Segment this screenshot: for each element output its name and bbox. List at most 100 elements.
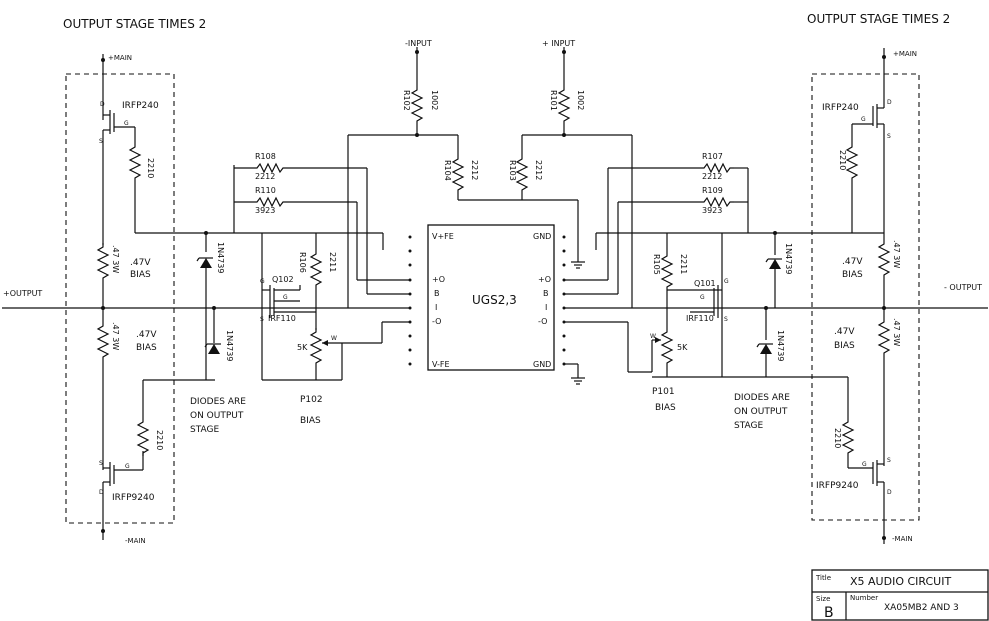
svg-text:2212: 2212 bbox=[702, 172, 722, 181]
p102-label: P102 bbox=[300, 395, 323, 405]
svg-text:3923: 3923 bbox=[702, 206, 722, 215]
number-label: Number bbox=[850, 594, 878, 602]
svg-text:BIAS: BIAS bbox=[130, 270, 151, 280]
left-upper-zener-diode bbox=[196, 257, 214, 269]
right-main-pos-label: +MAIN bbox=[893, 50, 917, 58]
svg-text:I: I bbox=[545, 303, 547, 312]
svg-text:B: B bbox=[543, 289, 549, 298]
r107-resistor bbox=[699, 163, 735, 173]
svg-text:G: G bbox=[861, 116, 866, 123]
svg-text:5K: 5K bbox=[677, 343, 688, 352]
svg-text:.47 3W: .47 3W bbox=[892, 240, 901, 268]
svg-text:BIAS: BIAS bbox=[834, 341, 855, 351]
svg-text:1002: 1002 bbox=[430, 90, 439, 110]
svg-text:.47 3W: .47 3W bbox=[111, 322, 120, 350]
top-ground-symbol bbox=[570, 261, 586, 269]
size-label: Size bbox=[816, 595, 830, 603]
svg-text:R101: R101 bbox=[549, 90, 558, 111]
q102-irf110-label: IRF110 bbox=[268, 314, 296, 323]
svg-text:G: G bbox=[862, 461, 867, 468]
svg-text:1N4739: 1N4739 bbox=[216, 242, 225, 273]
right-upper-zener-diode bbox=[765, 258, 783, 270]
right-lower-source-resistor bbox=[878, 317, 890, 357]
p101-label: P101 bbox=[652, 387, 675, 397]
r102-resistor bbox=[411, 85, 423, 125]
right-lower-zener-diode bbox=[756, 343, 774, 355]
svg-text:.47V: .47V bbox=[842, 257, 863, 267]
svg-text:-O: -O bbox=[432, 317, 441, 326]
svg-text:B: B bbox=[434, 289, 440, 298]
left-note-line1: DIODES ARE bbox=[190, 397, 246, 407]
right-note-line2: ON OUTPUT bbox=[734, 407, 788, 417]
svg-text:GND: GND bbox=[533, 360, 551, 369]
svg-text:2212: 2212 bbox=[534, 160, 543, 180]
right-p-mosfet-symbol bbox=[848, 460, 884, 486]
svg-text:R109: R109 bbox=[702, 186, 723, 195]
svg-text:G: G bbox=[125, 463, 130, 470]
svg-text:V+FE: V+FE bbox=[432, 232, 454, 241]
right-output-stage-box bbox=[811, 73, 920, 521]
svg-text:I: I bbox=[435, 303, 437, 312]
left-main-pos-label: +MAIN bbox=[108, 54, 132, 62]
right-note-line1: DIODES ARE bbox=[734, 393, 790, 403]
number-value: XA05MB2 AND 3 bbox=[884, 603, 959, 613]
r101-resistor bbox=[558, 85, 570, 125]
left-lower-source-resistor bbox=[97, 321, 109, 361]
svg-text:.47V: .47V bbox=[834, 327, 855, 337]
left-note-line2: ON OUTPUT bbox=[190, 411, 244, 421]
svg-text:1N4739: 1N4739 bbox=[784, 243, 793, 274]
right-irfp240-label: IRFP240 bbox=[822, 103, 859, 113]
ugs-block bbox=[427, 224, 555, 371]
right-n-mosfet-symbol bbox=[852, 104, 884, 128]
svg-text:D: D bbox=[887, 99, 892, 106]
p102-potentiometer bbox=[310, 327, 322, 367]
svg-text:S: S bbox=[99, 138, 103, 145]
minus-input-label: -INPUT bbox=[405, 39, 432, 48]
svg-text:V-FE: V-FE bbox=[432, 360, 450, 369]
size-value: B bbox=[824, 605, 834, 621]
svg-text:BIAS: BIAS bbox=[300, 416, 321, 426]
svg-text:S: S bbox=[887, 133, 891, 140]
title-block: Title X5 AUDIO CIRCUIT Size B Number XA0… bbox=[811, 569, 989, 621]
right-lower-gate-resistor bbox=[842, 417, 854, 457]
plus-output-label: +OUTPUT bbox=[3, 289, 42, 298]
ugs-left-pins: V+FE +O B I -O V-FE bbox=[432, 232, 454, 369]
svg-text:S: S bbox=[260, 316, 264, 323]
q101-irf110-label: IRF110 bbox=[686, 314, 714, 323]
svg-text:G: G bbox=[260, 278, 265, 285]
svg-text:R110: R110 bbox=[255, 186, 276, 195]
svg-text:G: G bbox=[700, 294, 705, 301]
svg-text:.47V: .47V bbox=[136, 330, 157, 340]
svg-text:S: S bbox=[887, 457, 891, 464]
svg-text:BIAS: BIAS bbox=[136, 343, 157, 353]
r104-resistor bbox=[452, 154, 464, 194]
ugs-right-pins: GND +O B I -O GND bbox=[533, 232, 551, 369]
left-note-line3: STAGE bbox=[190, 425, 219, 435]
svg-text:2210: 2210 bbox=[155, 430, 164, 450]
r109-resistor bbox=[699, 197, 735, 207]
right-irfp9240-label: IRFP9240 bbox=[816, 481, 859, 491]
svg-text:R102: R102 bbox=[402, 90, 411, 111]
svg-text:3923: 3923 bbox=[255, 206, 275, 215]
svg-text:2211: 2211 bbox=[328, 252, 337, 272]
svg-text:G: G bbox=[283, 294, 288, 301]
svg-text:S: S bbox=[99, 460, 103, 467]
left-main-neg-label: -MAIN bbox=[125, 537, 146, 545]
svg-text:W: W bbox=[650, 333, 656, 340]
minus-output-label: - OUTPUT bbox=[944, 283, 982, 292]
svg-text:R105: R105 bbox=[652, 254, 661, 275]
q101-label: Q101 bbox=[694, 279, 716, 288]
right-upper-source-resistor bbox=[878, 239, 890, 279]
title-value: X5 AUDIO CIRCUIT bbox=[850, 575, 951, 588]
left-irfp9240-label: IRFP9240 bbox=[112, 493, 155, 503]
svg-text:.47 3W: .47 3W bbox=[892, 318, 901, 346]
left-heading: OUTPUT STAGE TIMES 2 bbox=[63, 17, 206, 31]
svg-text:5K: 5K bbox=[297, 343, 308, 352]
bottom-ground-symbol bbox=[570, 377, 586, 385]
q102-label: Q102 bbox=[272, 275, 294, 284]
svg-text:2211: 2211 bbox=[679, 254, 688, 274]
right-upper-gate-resistor bbox=[846, 142, 858, 182]
svg-text:BIAS: BIAS bbox=[655, 403, 676, 413]
svg-text:+O: +O bbox=[432, 275, 445, 284]
svg-text:R108: R108 bbox=[255, 152, 276, 161]
